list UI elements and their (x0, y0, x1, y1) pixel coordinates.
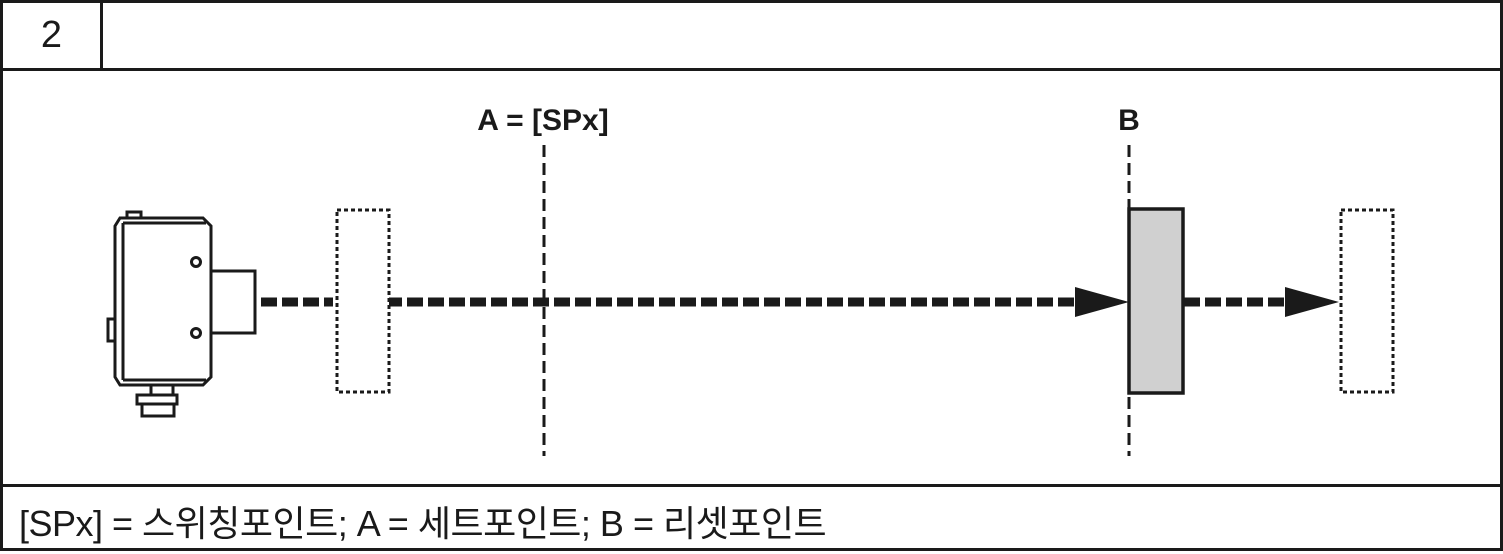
object-outline-near (335, 208, 391, 394)
label-resetpoint-b: B (1118, 104, 1140, 137)
legend-text: [SPx] = 스위칭포인트; A = 세트포인트; B = 리셋포인트 (3, 484, 1500, 554)
target-object (1127, 207, 1185, 395)
sensor-icon (106, 210, 257, 418)
header-title (103, 3, 1500, 68)
step-number: 2 (3, 3, 103, 68)
diagram-area: A = [SPx] B (3, 71, 1500, 487)
sensor-diagram: A = [SPx] B (106, 104, 1395, 456)
object-outline-far (1339, 208, 1395, 394)
beam-arrowhead-2 (1285, 287, 1339, 317)
label-setpoint-a: A = [SPx] (477, 104, 608, 137)
light-beam (261, 287, 1339, 317)
figure-header: 2 (3, 3, 1500, 71)
beam-arrowhead-1 (1075, 287, 1129, 317)
